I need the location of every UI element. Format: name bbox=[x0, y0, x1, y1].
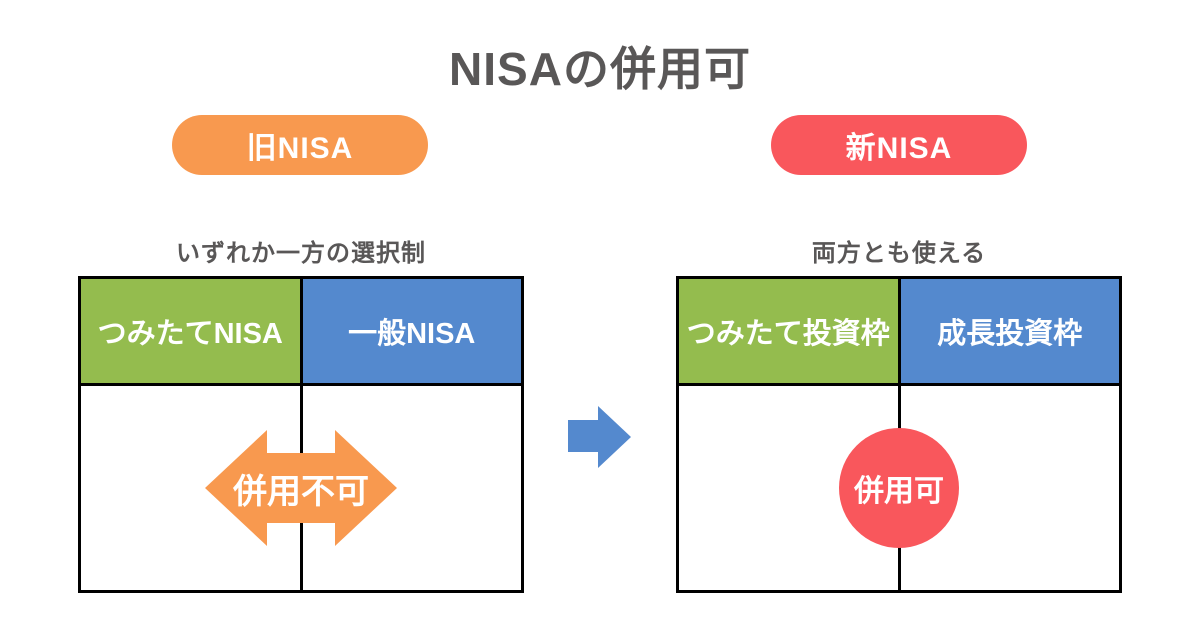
old-nisa-relation: 併用不可 bbox=[81, 386, 521, 590]
new-nisa-table-header: つみたて投資枠 成長投資枠 bbox=[679, 279, 1119, 386]
new-nisa-table-body: 併用可 bbox=[679, 386, 1119, 590]
no-combine-arrow: 併用不可 bbox=[205, 430, 397, 546]
new-nisa-col-tsumitate-header: つみたて投資枠 bbox=[679, 279, 901, 383]
old-nisa-caption: いずれか一方の選択制 bbox=[176, 240, 426, 267]
new-nisa-table: つみたて投資枠 成長投資枠 併用可 bbox=[676, 276, 1122, 593]
no-combine-label: 併用不可 bbox=[233, 472, 369, 511]
old-nisa-badge-label: 旧NISA bbox=[246, 132, 354, 165]
page-title: NISAの併用可 bbox=[449, 43, 751, 95]
old-nisa-col-tsumitate-label: つみたてNISA bbox=[97, 318, 283, 350]
combine-ok-label: 併用可 bbox=[854, 475, 944, 508]
new-nisa-col-growth-header: 成長投資枠 bbox=[900, 279, 1119, 383]
old-nisa-badge: 旧NISA bbox=[172, 115, 428, 175]
old-nisa-col-tsumitate-header: つみたてNISA bbox=[81, 279, 303, 383]
old-nisa-col-ippan-header: 一般NISA bbox=[302, 279, 521, 383]
old-nisa-table-header: つみたてNISA 一般NISA bbox=[81, 279, 521, 386]
double-headed-arrow-icon bbox=[205, 430, 397, 546]
old-nisa-table: つみたてNISA 一般NISA 併用不可 bbox=[78, 276, 524, 593]
new-nisa-col-tsumitate-label: つみたて投資枠 bbox=[686, 318, 890, 350]
new-nisa-badge-label: 新NISA bbox=[845, 132, 953, 165]
old-nisa-col-ippan-label: 一般NISA bbox=[348, 318, 476, 350]
new-nisa-caption: 両方とも使える bbox=[811, 240, 987, 267]
transition-right-arrow-icon bbox=[568, 406, 631, 468]
new-nisa-relation: 併用可 bbox=[679, 386, 1119, 590]
new-nisa-col-growth-label: 成長投資枠 bbox=[937, 318, 1083, 350]
combine-ok-circle: 併用可 bbox=[839, 428, 959, 548]
new-nisa-badge: 新NISA bbox=[771, 115, 1027, 175]
old-nisa-table-body: 併用不可 bbox=[81, 386, 521, 590]
